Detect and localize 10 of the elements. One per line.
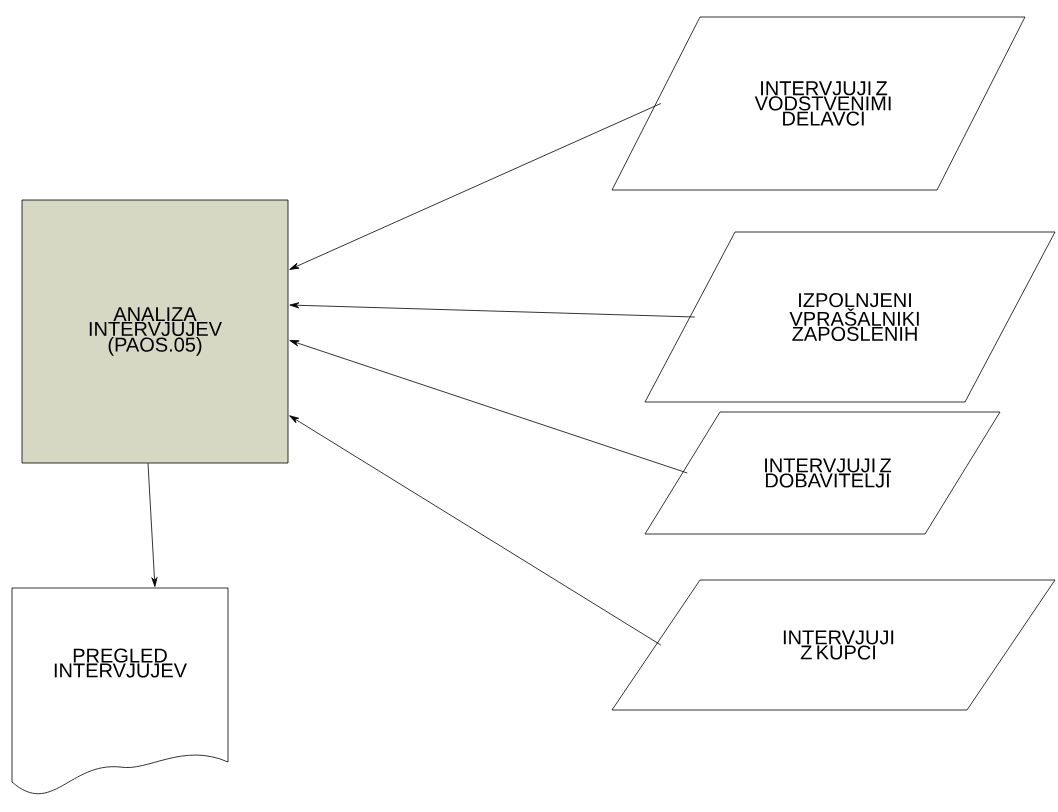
- arrow: [147, 463, 158, 587]
- data-parallelogram: INTERVJUJI Z DOBAVITELJI: [644, 411, 1001, 535]
- data-parallelogram: IZPOLNJENI VPRAŠALNIKI ZAPOSLENIH: [644, 231, 1056, 403]
- process-box: ANALIZA INTERVJUJEV (PAOS.05): [21, 199, 289, 464]
- arrow: [289, 302, 696, 318]
- arrow: [289, 340, 688, 474]
- arrow: [289, 415, 662, 646]
- arrow: [289, 103, 662, 270]
- data-parallelogram: INTERVJUJI Z VODSTVENIMI DELAVCI: [611, 16, 1026, 191]
- data-parallelogram: INTERVJUJI Z KUPCI: [611, 579, 1056, 711]
